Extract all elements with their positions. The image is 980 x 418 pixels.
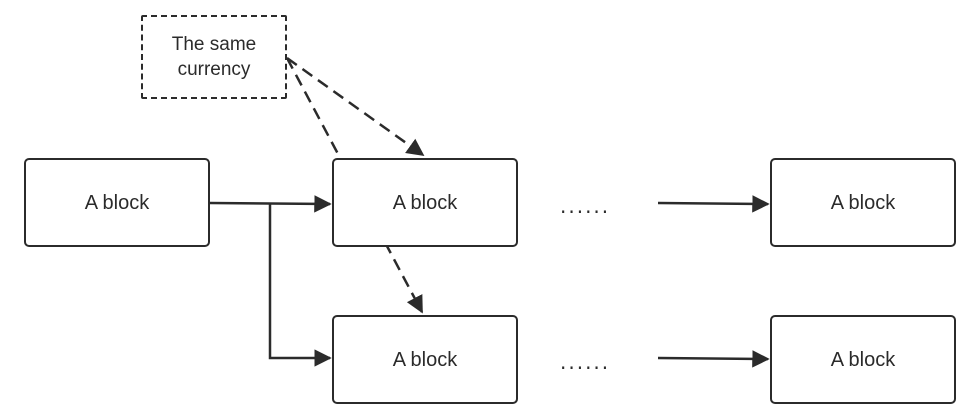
note-label: The same currency bbox=[171, 34, 257, 80]
block-node-4: A block bbox=[770, 158, 956, 247]
note-same-currency: The same currency bbox=[141, 15, 287, 99]
ellipsis-row-2: ...... bbox=[560, 350, 611, 374]
block-label: A block bbox=[392, 348, 458, 371]
arrow-to-block4 bbox=[657, 195, 770, 213]
ellipsis-row-1: ...... bbox=[560, 194, 611, 218]
block-node-1: A block bbox=[24, 158, 210, 247]
block-node-2: A block bbox=[332, 158, 518, 247]
arrow-block1-to-block3 bbox=[268, 204, 332, 367]
dashed-arrow-note-to-block2 bbox=[286, 56, 425, 157]
block-label: A block bbox=[84, 191, 150, 214]
block-node-5: A block bbox=[770, 315, 956, 404]
block-label: A block bbox=[830, 348, 896, 371]
block-label: A block bbox=[392, 191, 458, 214]
block-label: A block bbox=[830, 191, 896, 214]
block-node-3: A block bbox=[332, 315, 518, 404]
arrow-to-block5 bbox=[657, 350, 770, 368]
arrow-block1-to-block2 bbox=[209, 195, 332, 213]
